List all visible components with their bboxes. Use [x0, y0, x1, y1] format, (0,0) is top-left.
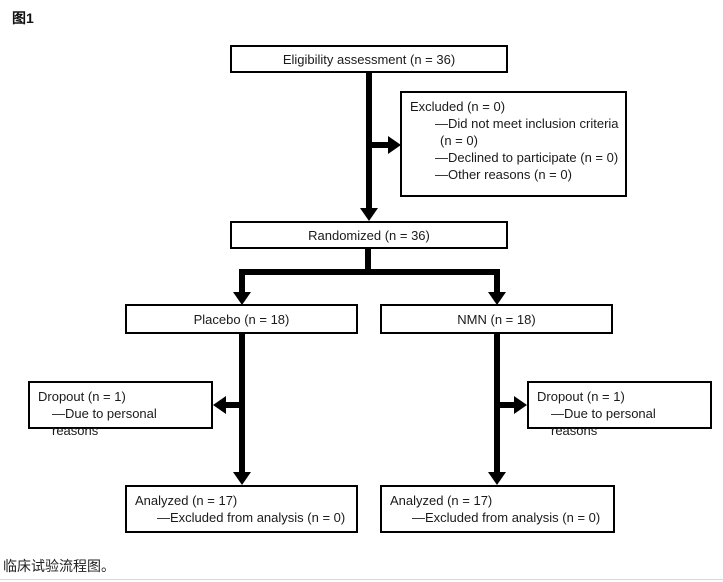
connector-to-dropout-left [226, 402, 240, 408]
figure-label: 图1 [12, 10, 34, 26]
excluded-item: —Other reasons (n = 0) [435, 167, 572, 182]
analyzed-left-title: Analyzed (n = 17) [135, 493, 238, 508]
arrowhead-into-excluded-icon [388, 136, 401, 154]
connector-eligibility-randomized [366, 72, 372, 210]
connector-split-bar [239, 269, 500, 275]
connector-randomized-split [365, 248, 371, 272]
dropout-right-box: Dropout (n = 1) —Due to personal reasons [527, 381, 712, 438]
analyzed-left-box: Analyzed (n = 17) —Excluded from analysi… [125, 485, 358, 533]
bottom-divider [0, 579, 723, 580]
dropout-left-item: —Due to personal reasons [52, 406, 157, 438]
randomized-box: Randomized (n = 36) [230, 221, 508, 249]
figure-caption: 临床试验流程图。 [3, 558, 115, 574]
dropout-right-title: Dropout (n = 1) [537, 389, 625, 404]
randomized-text: Randomized (n = 36) [308, 227, 430, 243]
analyzed-right-box: Analyzed (n = 17) —Excluded from analysi… [380, 485, 615, 533]
nmn-text: NMN (n = 18) [457, 311, 536, 327]
dropout-right-item: —Due to personal reasons [551, 406, 656, 438]
placebo-group-box: Placebo (n = 18) [125, 304, 358, 334]
nmn-group-box: NMN (n = 18) [380, 304, 613, 334]
dropout-left-title: Dropout (n = 1) [38, 389, 126, 404]
arrowhead-into-analyzed-right-icon [488, 472, 506, 485]
connector-placebo-analyzed [239, 333, 245, 473]
dropout-left-box: Dropout (n = 1) —Due to personal reasons [28, 381, 213, 438]
excluded-box: Excluded (n = 0) —Did not meet inclusion… [400, 91, 627, 197]
arrowhead-into-analyzed-left-icon [233, 472, 251, 485]
arrowhead-into-placebo-icon [233, 292, 251, 305]
connector-to-dropout-right [500, 402, 514, 408]
connector-split-placebo [239, 269, 245, 293]
excluded-title: Excluded (n = 0) [410, 99, 506, 114]
arrowhead-into-dropout-right-icon [514, 396, 527, 414]
analyzed-left-item: —Excluded from analysis (n = 0) [157, 510, 346, 525]
connector-to-excluded [369, 142, 388, 148]
connector-split-nmn [494, 269, 500, 293]
excluded-item: —Did not meet inclusion criteria (n = 0) [435, 116, 619, 148]
arrowhead-into-dropout-left-icon [213, 396, 226, 414]
analyzed-right-title: Analyzed (n = 17) [390, 493, 493, 508]
arrowhead-into-randomized-icon [360, 208, 378, 221]
analyzed-right-item: —Excluded from analysis (n = 0) [412, 510, 601, 525]
eligibility-box: Eligibility assessment (n = 36) [230, 45, 508, 73]
connector-nmn-analyzed [494, 333, 500, 473]
excluded-item: —Declined to participate (n = 0) [435, 150, 619, 165]
placebo-text: Placebo (n = 18) [193, 311, 290, 327]
eligibility-text: Eligibility assessment (n = 36) [282, 51, 456, 67]
arrowhead-into-nmn-icon [488, 292, 506, 305]
